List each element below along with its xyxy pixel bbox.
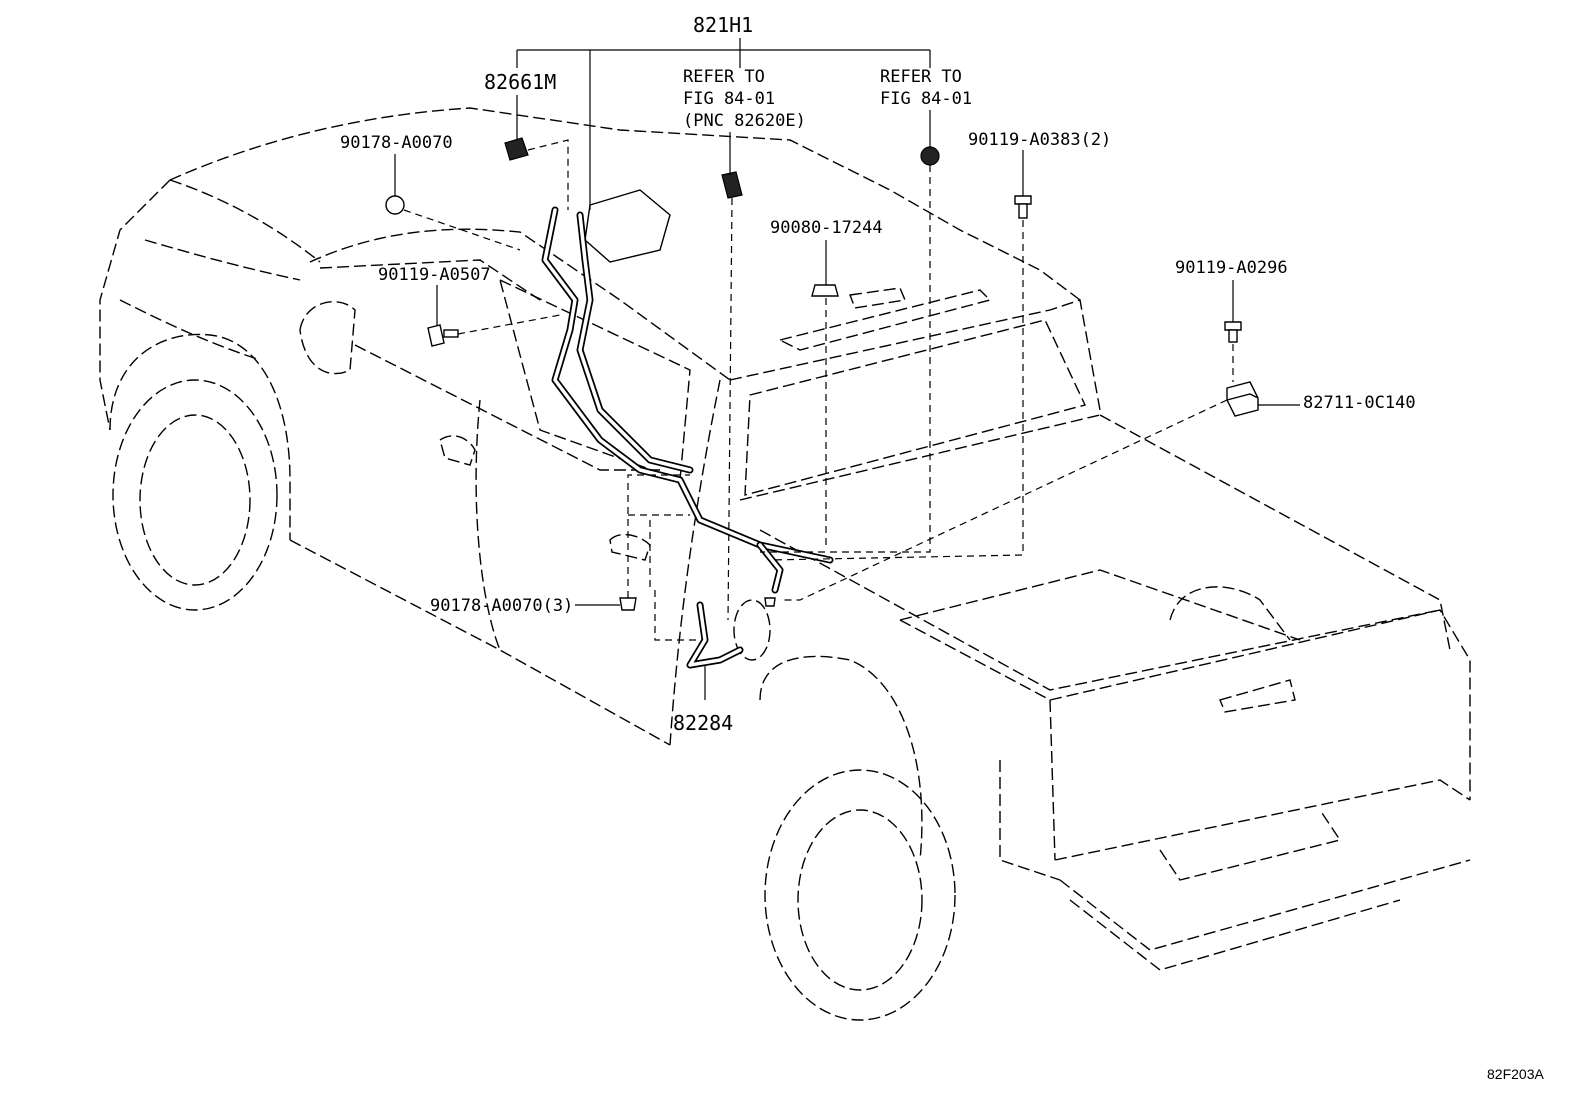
- bolt-90119-a0383-icon: [1014, 195, 1032, 205]
- clip-90178-a0070-icon: [385, 195, 405, 215]
- vehicle-outline: [99, 107, 1471, 1021]
- clip-90178-a0070-3-icon: [619, 597, 637, 611]
- figure-code: 82F203A: [1487, 1066, 1544, 1082]
- label-90080-17244: 90080-17244: [770, 218, 883, 238]
- label-82711-0c140: 82711-0C140: [1303, 393, 1416, 413]
- label-82284: 82284: [673, 711, 733, 735]
- label-821h1: 821H1: [693, 13, 753, 37]
- connector-refer1-icon: [721, 171, 743, 199]
- bolt-90119-a0296-icon: [1224, 321, 1242, 331]
- wire-harness-821h1: [541, 189, 834, 594]
- label-90178-a0070: 90178-A0070: [340, 133, 453, 153]
- label-90178-a0070-3: 90178-A0070(3): [430, 596, 573, 616]
- label-refer1-line1: REFER TO: [683, 67, 765, 87]
- label-90119-a0383: 90119-A0383(2): [968, 130, 1111, 150]
- label-90119-a0296: 90119-A0296: [1175, 258, 1288, 278]
- label-refer2-line2: FIG 84-01: [880, 89, 972, 109]
- connector-82661m-icon: [504, 137, 529, 161]
- label-90119-a0507: 90119-A0507: [378, 265, 491, 285]
- bolt-90119-a0507-icon: [427, 324, 445, 347]
- label-refer1-line3: (PNC 82620E): [683, 111, 806, 131]
- label-82661m: 82661M: [484, 70, 556, 94]
- parts: [385, 137, 1259, 611]
- nut-90080-17244-icon: [811, 284, 839, 297]
- leader-lines: [394, 38, 1300, 700]
- label-refer1-line2: FIG 84-01: [683, 89, 775, 109]
- part-labels: 821H1 82661M REFER TO FIG 84-01 (PNC 826…: [340, 13, 1544, 1082]
- wire-harness-82284: [686, 601, 744, 669]
- grommet-refer2-icon: [920, 146, 940, 166]
- label-refer2-line1: REFER TO: [880, 67, 962, 87]
